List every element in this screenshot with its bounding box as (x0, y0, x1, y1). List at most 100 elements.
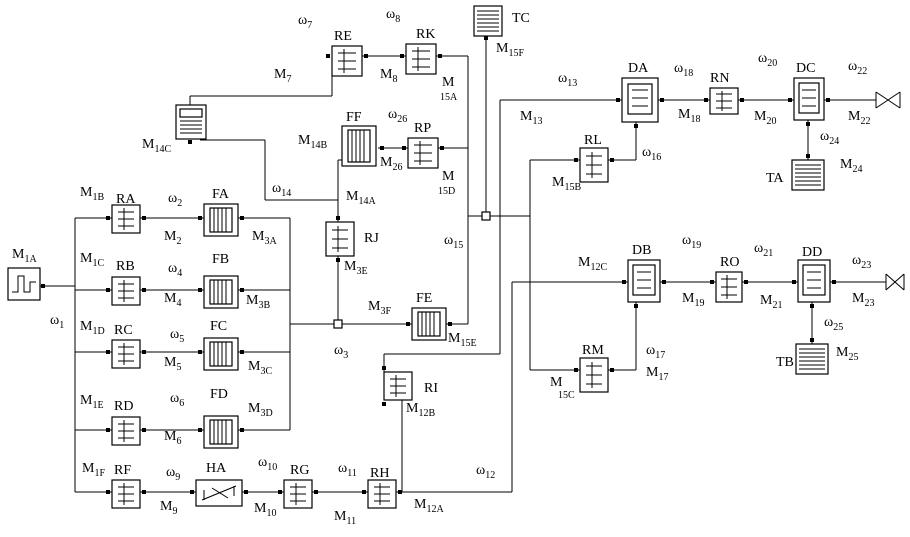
speed-label-w5: ω5 (170, 327, 184, 345)
speed-label-w6: ω6 (170, 391, 184, 409)
speed-label-w9: ω9 (166, 465, 180, 483)
label-RL: RL (584, 133, 602, 148)
clutch-FA (203, 203, 239, 237)
speed-label-w22: ω22 (848, 59, 867, 77)
junction-nodes (333, 211, 491, 329)
speed-label-w10: ω10 (258, 455, 277, 473)
shaft-label-M7: M7 (274, 67, 291, 85)
speed-label-w4: ω4 (168, 261, 182, 279)
shaft-label-M1C: M1C (80, 251, 104, 269)
shaft-label-M3E: M3E (344, 259, 368, 277)
label-RF: RF (114, 463, 131, 478)
speed-label-w18: ω18 (674, 61, 693, 79)
shaft-label-M3B: M3B (246, 293, 270, 311)
label-DC: DC (796, 61, 815, 76)
label-RC: RC (114, 323, 133, 338)
label-RK: RK (416, 27, 435, 42)
reducer-RD (111, 416, 141, 446)
shaft-label-M12C: M12C (578, 255, 607, 273)
brake-M14C (175, 104, 207, 140)
label-RI: RI (424, 381, 438, 396)
components (7, 5, 905, 509)
speed-label-w25: ω25 (824, 315, 843, 333)
shaft-label-M15F: M15F (496, 41, 524, 59)
diff-DB (627, 259, 661, 303)
label-DB: DB (632, 243, 651, 258)
shaft-label-M3C: M3C (248, 359, 272, 377)
wheel-lower (885, 273, 905, 291)
label-RP: RP (414, 121, 431, 136)
reducer-RM (579, 357, 609, 393)
speed-label-w24: ω24 (820, 129, 839, 147)
shaft-label-M15B: M15B (552, 175, 581, 193)
reducer-RB (111, 276, 141, 306)
speed-label-w20: ω20 (758, 51, 777, 69)
diff-DA (621, 77, 659, 123)
shaft-label-M1E: M1E (80, 393, 104, 411)
speed-label-w2: ω2 (168, 191, 182, 209)
shaft-label-M21: M21 (760, 293, 782, 311)
label-RO: RO (720, 255, 739, 270)
shaft-label-M19: M19 (682, 291, 704, 309)
reducer-RH (367, 479, 397, 509)
speed-label-w12: ω12 (476, 463, 495, 481)
reducer-RI (383, 371, 413, 401)
shaft-label-M6: M6 (164, 429, 181, 447)
speed-label-w13: ω13 (558, 71, 577, 89)
shaft-label-M22: M22 (848, 109, 870, 127)
label-FC: FC (210, 319, 227, 334)
label-TC: TC (512, 11, 530, 26)
shaft-label-M3A: M3A (252, 229, 277, 247)
speed-label-w23: ω23 (852, 253, 871, 271)
diff-DD (797, 259, 831, 303)
shaft-label-M1A: M1A (12, 247, 37, 265)
motor-input (7, 267, 41, 301)
label-RJ: RJ (364, 231, 379, 246)
label-TA: TA (766, 171, 784, 186)
reducer-RL (579, 147, 609, 183)
shaft-label-M12B: M12B (406, 401, 435, 419)
speed-label-w26: ω26 (388, 107, 407, 125)
shaft-label-M5: M5 (164, 355, 181, 373)
speed-label-w7: ω7 (298, 13, 312, 31)
clutch-FE (411, 307, 447, 341)
label-RD: RD (114, 399, 133, 414)
shaft-label-M15E: M15E (448, 331, 477, 349)
reducer-RK (405, 43, 437, 75)
component-labels: RA RB RC RD RF FA FB FC FD HA RG RH RI R… (114, 11, 822, 481)
label-RB: RB (116, 259, 135, 274)
tank-TA (791, 159, 825, 191)
tank-TC (473, 5, 503, 37)
shaft-label-M14B: M14B (298, 133, 327, 151)
shaft-label-M24: M24 (840, 157, 862, 175)
speed-label-w21: ω21 (754, 241, 773, 259)
label-FB: FB (212, 252, 229, 267)
shaft-label-M12A: M12A (414, 497, 444, 515)
label-FD: FD (210, 387, 228, 402)
shaft-label-M8: M8 (380, 67, 397, 85)
reducer-RJ (325, 221, 355, 257)
shaft-label-M14A: M14A (346, 189, 376, 207)
shaft-label-M13: M13 (520, 109, 542, 127)
shaft-label-M9: M9 (160, 499, 177, 517)
speed-labels: ω1 ω2 ω3 ω4 ω5 ω6 ω7 ω8 ω9 ω10 ω11 ω12 ω… (50, 7, 871, 483)
shaft-label-M4: M4 (164, 291, 181, 309)
shaft-label-M1F: M1F (82, 461, 105, 479)
wheel-upper (875, 91, 901, 109)
label-TB: TB (776, 355, 794, 370)
shaft-label-M3F: M3F (368, 299, 391, 317)
reducer-RF (111, 479, 141, 509)
reducer-RA (111, 204, 141, 234)
shaft-label-M25: M25 (836, 345, 858, 363)
shaft-label-M14C: M14C (142, 137, 171, 155)
label-RE: RE (334, 29, 352, 44)
speed-label-w1: ω1 (50, 313, 64, 331)
label-FA: FA (212, 187, 230, 202)
speed-label-w16: ω16 (642, 145, 661, 163)
speed-label-w8: ω8 (386, 7, 400, 25)
reducer-RG (283, 479, 313, 509)
